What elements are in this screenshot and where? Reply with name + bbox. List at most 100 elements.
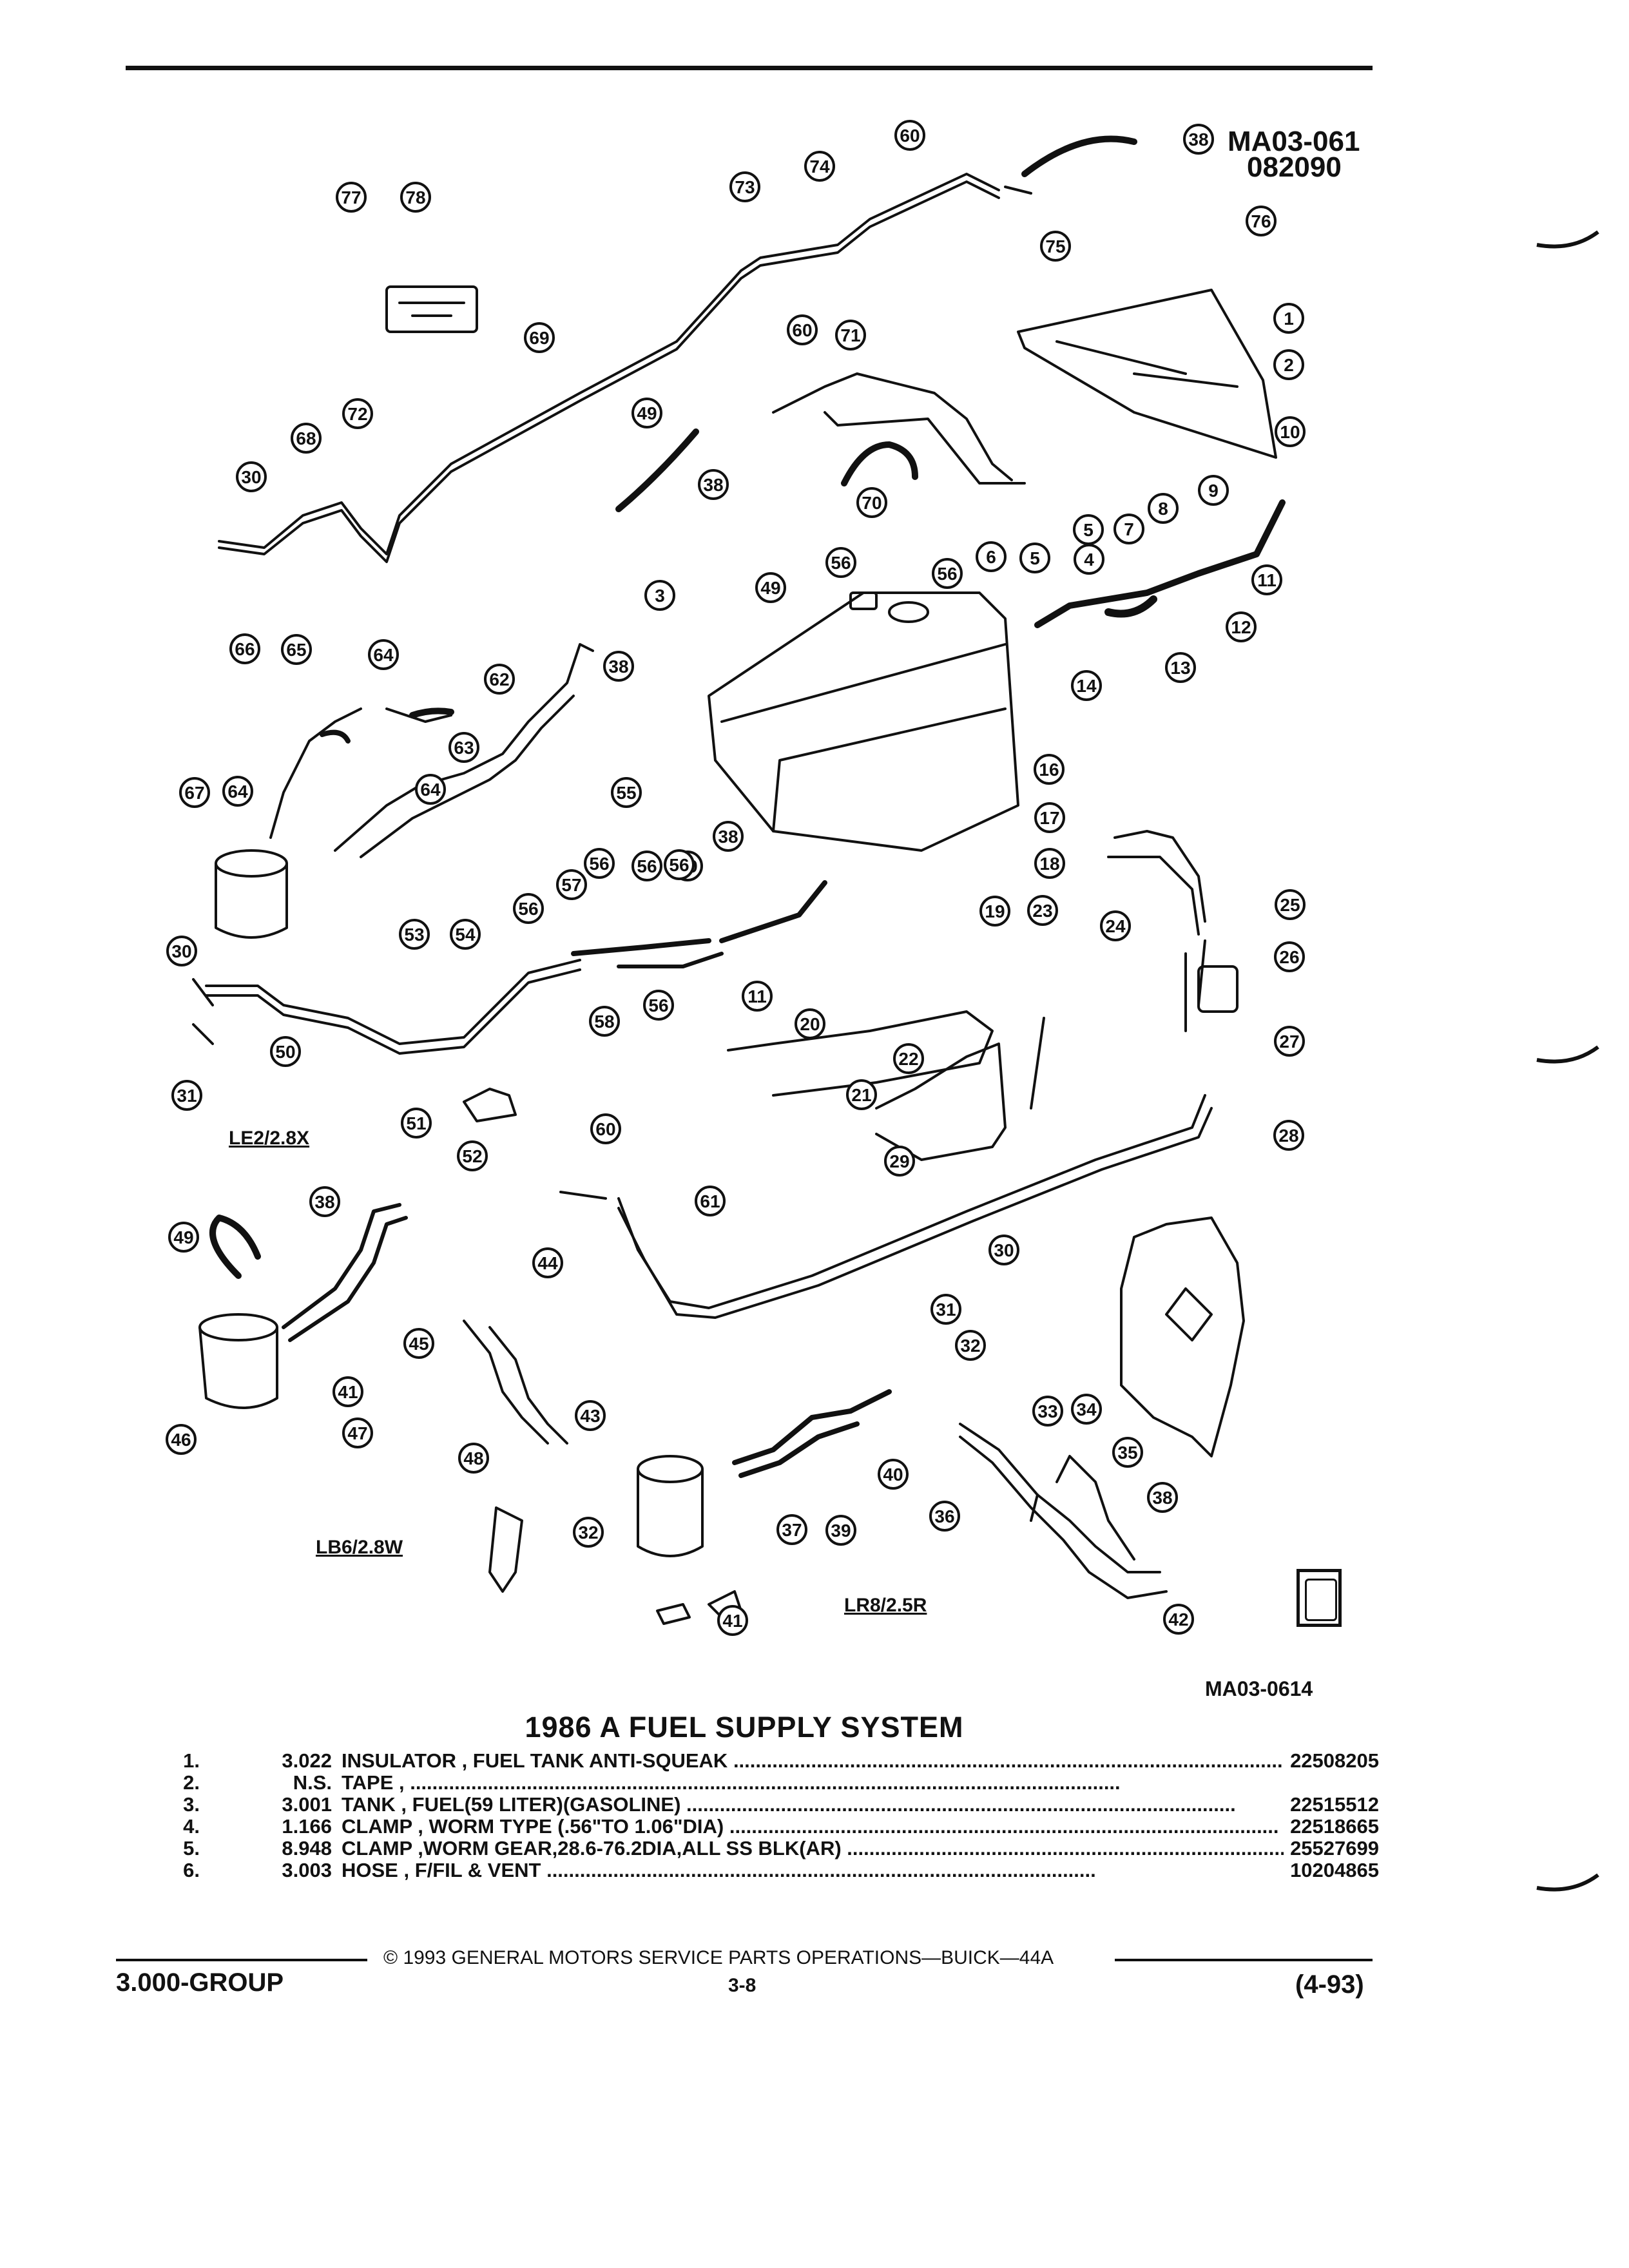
callout-60: 60	[894, 120, 925, 151]
callout-circle	[270, 1036, 301, 1067]
callout-number: 25	[1280, 895, 1300, 915]
callout-circle	[1074, 544, 1104, 575]
callout-12: 12	[1226, 611, 1257, 642]
callout-circle	[695, 1186, 726, 1216]
callout-number: 76	[1251, 211, 1271, 231]
callout-49: 49	[755, 572, 786, 603]
diagram-line	[205, 959, 581, 1045]
diagram-line	[559, 1191, 607, 1200]
callout-number: 49	[173, 1227, 193, 1247]
diagram-line	[617, 1107, 1213, 1319]
callout-61: 61	[695, 1186, 726, 1216]
diagram-line	[1165, 1287, 1213, 1341]
callout-number: 53	[404, 925, 424, 945]
callout-circle	[1100, 910, 1131, 941]
diagram-line	[708, 591, 1019, 852]
callout-number: 28	[1278, 1126, 1298, 1146]
callout-number: 41	[722, 1611, 742, 1631]
diagram-line	[1107, 856, 1200, 936]
callout-number: 77	[341, 187, 361, 207]
callout-23: 23	[1027, 895, 1058, 926]
callout-number: 38	[703, 475, 723, 495]
callout-51: 51	[401, 1108, 432, 1139]
callout-circle	[631, 850, 662, 881]
part-no: 6.	[183, 1859, 200, 1881]
callout-21: 21	[846, 1079, 877, 1110]
callout-circle	[166, 1424, 197, 1455]
callout-72: 72	[342, 398, 373, 429]
callout-number: 56	[937, 564, 957, 584]
parts-row: 6. 3.003 HOSE , F/FIL & VENT ...........…	[168, 1859, 1379, 1882]
diagram-line	[772, 372, 1013, 481]
diagram-line	[192, 978, 214, 1045]
callout-number: 35	[1117, 1443, 1137, 1463]
diagram-line	[1055, 340, 1239, 388]
callout-number: 31	[936, 1300, 956, 1320]
callout-circle	[450, 919, 481, 950]
part-description: TAPE , .................................…	[342, 1771, 1121, 1794]
callout-11: 11	[1251, 564, 1282, 595]
callout-2: 2	[1273, 349, 1304, 380]
callout-33: 33	[1032, 1396, 1063, 1427]
callout-30: 30	[166, 936, 197, 966]
callout-circle	[846, 1079, 877, 1110]
footer-date: (4-93)	[1295, 1970, 1364, 1999]
callout-number: 32	[578, 1523, 598, 1542]
diagram-part	[198, 1313, 278, 1341]
callout-52: 52	[457, 1140, 488, 1171]
callout-18: 18	[1034, 848, 1065, 879]
variant-label-le2: LE2/2.8X	[229, 1128, 310, 1149]
callout-circle	[835, 320, 866, 351]
callout-number: 56	[669, 855, 689, 875]
callout-number: 68	[296, 428, 316, 448]
diagram-part	[637, 1455, 704, 1483]
callout-number: 74	[809, 157, 830, 177]
part-number: 22508205	[1284, 1749, 1379, 1773]
callout-32: 32	[573, 1517, 604, 1548]
callout-38: 38	[309, 1186, 340, 1217]
callout-53: 53	[399, 919, 430, 950]
callout-circle	[333, 1376, 363, 1407]
callout-number: 69	[529, 328, 549, 348]
callout-31: 31	[171, 1080, 202, 1111]
callout-37: 37	[776, 1514, 807, 1545]
callout-circle	[1275, 889, 1306, 920]
callout-number: 60	[900, 126, 920, 146]
callout-number: 8	[1158, 499, 1168, 519]
part-no: 3.	[183, 1793, 200, 1816]
callout-number: 26	[1279, 947, 1299, 967]
callout-14: 14	[1071, 670, 1102, 701]
callout-circle	[1165, 652, 1196, 683]
callout-number: 30	[241, 467, 261, 487]
callout-number: 27	[1279, 1032, 1299, 1052]
callout-circle	[878, 1459, 909, 1490]
callout-circle	[309, 1186, 340, 1217]
callout-6: 6	[976, 541, 1007, 572]
diagram-code-line1: MA03-061	[1228, 126, 1360, 157]
footer-rule-right	[1115, 1959, 1373, 1961]
callout-number: 9	[1208, 481, 1219, 501]
callout-32: 32	[955, 1330, 986, 1361]
callout-circle	[168, 1222, 199, 1253]
diagram-line	[463, 1320, 568, 1445]
callout-number: 60	[595, 1119, 615, 1139]
callout-number: 49	[760, 578, 780, 598]
callout-number: 51	[406, 1113, 426, 1133]
callout-number: 56	[637, 856, 657, 876]
callout-number: 43	[580, 1406, 600, 1426]
callout-circle	[584, 848, 615, 879]
callout-number: 39	[831, 1521, 851, 1541]
callout-number: 17	[1039, 808, 1059, 828]
callout-43: 43	[575, 1400, 606, 1431]
callout-circle	[713, 821, 744, 852]
callout-47: 47	[342, 1418, 373, 1448]
callout-circle	[399, 919, 430, 950]
part-no: 1.	[183, 1749, 200, 1772]
diagram-line	[209, 1215, 261, 1279]
callout-circle	[1273, 303, 1304, 334]
diagram-line	[727, 1010, 994, 1097]
callout-circle	[590, 1113, 621, 1144]
callout-68: 68	[291, 423, 322, 454]
diagram-line	[720, 643, 1007, 832]
callout-circle	[1273, 349, 1304, 380]
